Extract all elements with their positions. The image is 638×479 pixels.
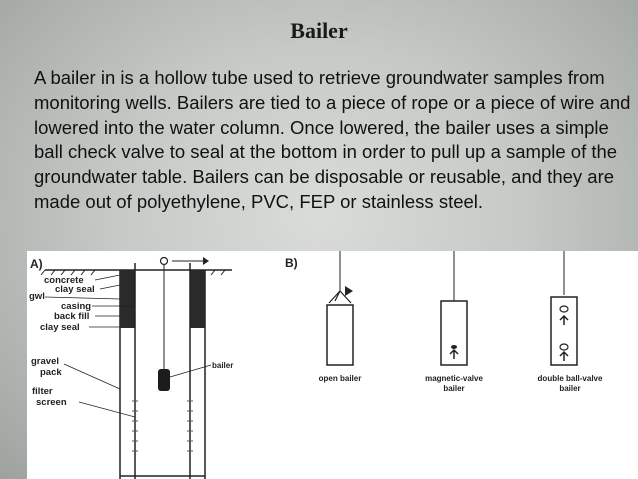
panel-b-label: B): [285, 256, 298, 270]
label-concrete: concrete: [44, 275, 84, 286]
label-gwl: gwl: [29, 291, 45, 302]
pulley-icon: [159, 256, 169, 266]
label-casing: casing: [61, 301, 91, 312]
seal-left: [120, 270, 135, 328]
double-ball-valve-bailer-drawing: [550, 251, 578, 366]
label-screen: screen: [36, 397, 67, 408]
label-open-bailer: open bailer: [319, 374, 362, 383]
seal-right: [190, 270, 205, 328]
open-bailer-drawing: [326, 251, 354, 366]
bailer-diagram: A): [27, 251, 638, 479]
label-filter: filter: [32, 386, 53, 397]
slide-title: Bailer: [290, 18, 348, 43]
label-double-bailer: bailer: [559, 384, 580, 393]
label-magnetic-bailer: bailer: [443, 384, 464, 393]
magnetic-valve-bailer-drawing: [440, 251, 468, 366]
label-clay-seal-top: clay seal: [55, 284, 95, 295]
label-clay-seal: clay seal: [40, 322, 80, 333]
bailer-in-well: [158, 369, 170, 391]
body-paragraph: A bailer in is a hollow tube used to ret…: [34, 67, 631, 212]
label-gravel: gravel: [31, 356, 59, 367]
label-pack: pack: [40, 367, 62, 378]
label-magnetic-valve: magnetic-valve: [425, 374, 483, 383]
label-back-fill: back fill: [54, 311, 89, 322]
panel-a-label: A): [30, 257, 43, 271]
filter-screen: [132, 400, 193, 452]
label-double-ball-valve: double ball-valve: [538, 374, 603, 383]
label-bailer: bailer: [212, 361, 233, 370]
